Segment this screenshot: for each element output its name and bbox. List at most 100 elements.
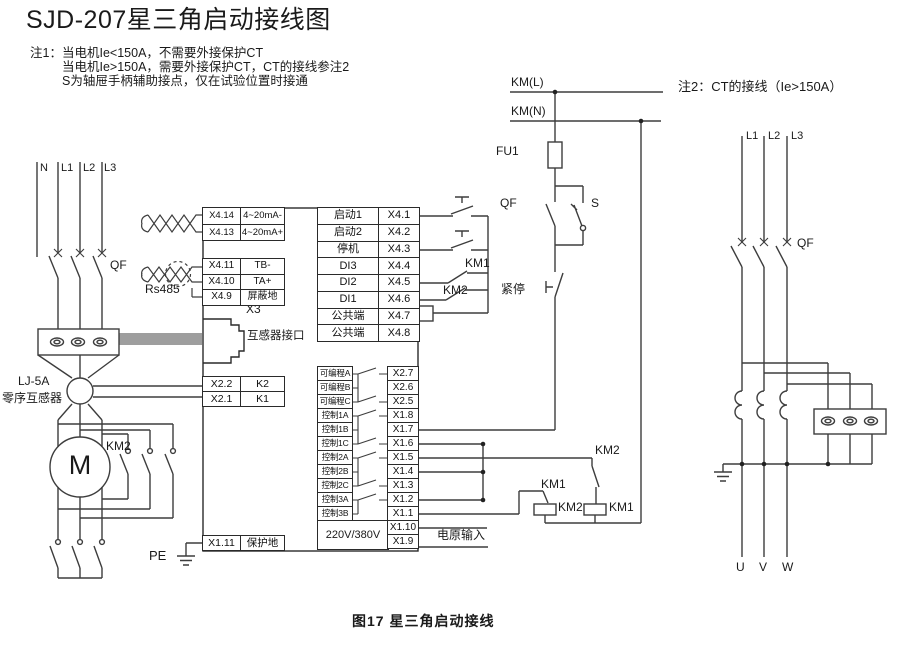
km1-contact-label: KM1 (465, 256, 490, 270)
qf-left-label: QF (110, 258, 127, 272)
note1-line3: S为轴屉手柄辅助接点，仅在试验位置时接通 (62, 74, 308, 88)
rs485-label: Rs485 (145, 282, 180, 296)
qf-right-label: QF (797, 236, 814, 250)
note1-prefix: 注1： (30, 46, 62, 60)
power-input-label: 电原输入 (437, 528, 486, 542)
terminal-row: X1.10 (387, 520, 419, 535)
note2: 注2：CT的接线（Ie>150A） (678, 79, 843, 94)
control-label-strip: 可编程A 可编程B 可编程C 控制1A 控制1B 控制1C 控制2A 控制2B … (317, 366, 353, 521)
phase-n-label: N (40, 162, 48, 174)
motor-label: M (68, 450, 92, 480)
figure-caption: 图17 星三角启动接线 (352, 613, 495, 629)
km2-delta-label: KM2 (106, 439, 131, 453)
terminal-row: X1.5 (387, 450, 419, 465)
fu1-label: FU1 (496, 144, 519, 158)
right-ct-circuit (714, 136, 887, 557)
terminal-row: 控制3B (317, 506, 353, 521)
x3-label: X3 (246, 302, 261, 316)
right-l1-label: L1 (746, 130, 759, 142)
km-l-label: KM(L) (511, 75, 544, 89)
km2-coil-label: KM2 (558, 500, 583, 514)
terminal-row: X1.9 (387, 534, 419, 549)
terminal-row: X2.5 (387, 394, 419, 409)
right-l3-label: L3 (791, 130, 804, 142)
terminal-row: 控制2C (317, 478, 353, 493)
lj5a-label: LJ-5A (18, 374, 50, 388)
terminal-row: X1.8 (387, 408, 419, 423)
analog-twisted-pair (141, 213, 202, 234)
km-n-label: KM(N) (511, 104, 546, 118)
control-supply-branch (418, 91, 663, 523)
s-switch-label: S (591, 196, 600, 210)
control-terminal-strip: X2.7 X2.6 X2.5 X1.8 X1.7 X1.6 X1.5 X1.4 … (387, 366, 419, 521)
internal-relay-contacts (353, 367, 388, 515)
terminal-row: X2.7 (387, 366, 419, 381)
phase-l2-label: L2 (83, 162, 96, 174)
page-title: SJD-207星三角启动接线图 (26, 6, 331, 34)
terminal-row: 控制1B (317, 422, 353, 437)
km1-coil-label: KM1 (609, 500, 634, 514)
km2-contact-label: KM2 (443, 283, 468, 297)
terminal-row: 控制2B (317, 464, 353, 479)
junction-dots (480, 89, 831, 503)
terminal-row: X2.6 (387, 380, 419, 395)
u-label: U (736, 560, 745, 574)
terminal-row: X1.2 (387, 492, 419, 507)
zero-seq-label: 零序互感器 (2, 391, 63, 405)
terminal-row: 可编程C (317, 394, 353, 409)
terminal-row: X1.6 (387, 436, 419, 451)
note1-line1: 当电机Ie<150A，不需要外接保护CT (62, 46, 264, 60)
terminal-row: X1.1 (387, 506, 419, 521)
pe-ground-symbol (177, 542, 203, 566)
power-terminal-strip: X1.10 X1.9 (387, 520, 419, 549)
terminal-row: 控制2A (317, 450, 353, 465)
note1-line2: 当电机Ie>150A，需要外接保护CT，CT的接线参注2 (62, 60, 350, 74)
power-rating-cell: 220V/380V (317, 520, 389, 550)
terminal-row: X1.4 (387, 464, 419, 479)
rs485-twisted-pair (141, 260, 202, 298)
left-power-circuit (36, 162, 203, 579)
v-label: V (759, 560, 768, 574)
terminal-row: X1.7 (387, 422, 419, 437)
ct-port-label: 互感器接口 (247, 330, 305, 342)
x3-connector (203, 318, 245, 364)
terminal-row: 控制1A (317, 408, 353, 423)
phase-l3-label: L3 (104, 162, 117, 174)
terminal-row: 控制1C (317, 436, 353, 451)
km2-aux-label: KM2 (595, 443, 620, 457)
terminal-row: X1.3 (387, 478, 419, 493)
terminal-row: 控制3A (317, 492, 353, 507)
km1-aux-label: KM1 (541, 477, 566, 491)
qf-mid-label: QF (500, 196, 517, 210)
right-l2-label: L2 (768, 130, 781, 142)
emergency-stop-label: 紧停 (501, 282, 526, 296)
digital-input-contacts (417, 196, 489, 322)
phase-l1-label: L1 (61, 162, 74, 174)
w-label: W (782, 560, 794, 574)
contactor-coil-circuit (418, 443, 641, 548)
pe-label: PE (149, 548, 167, 563)
